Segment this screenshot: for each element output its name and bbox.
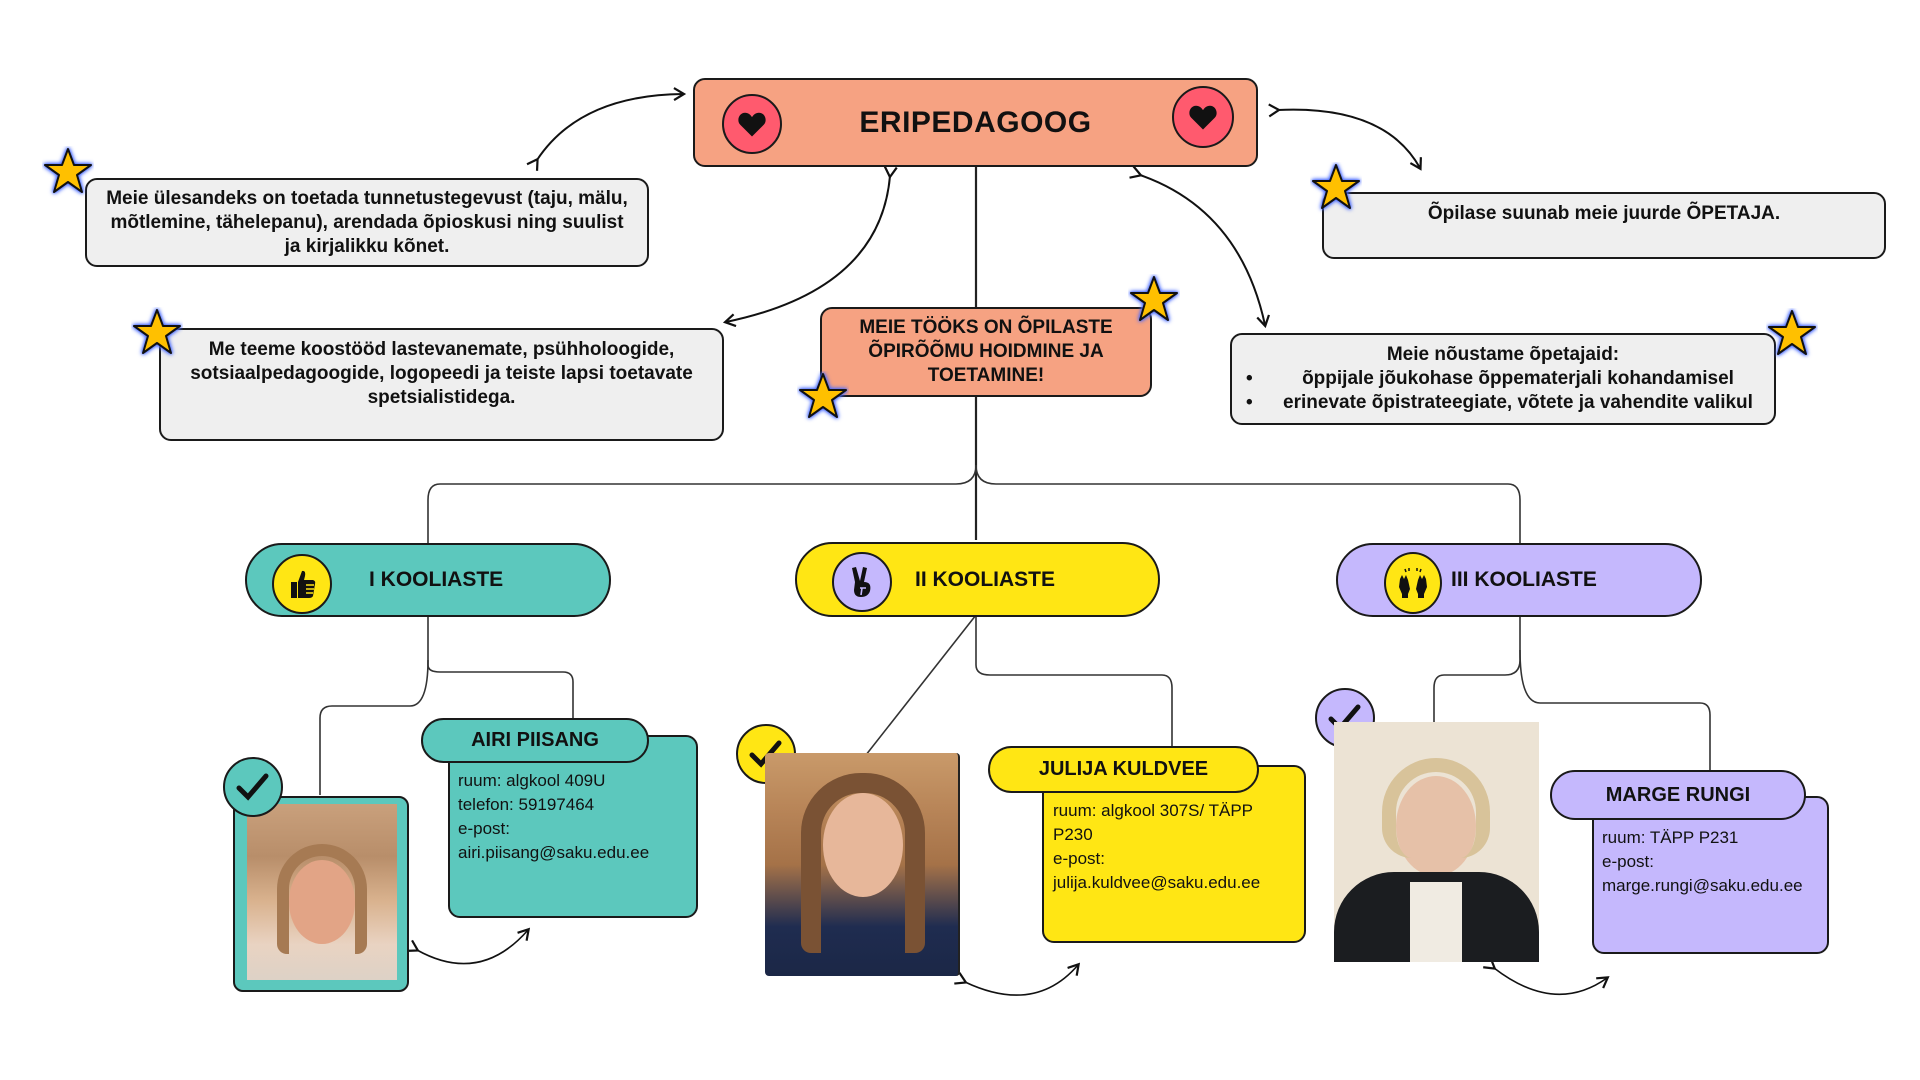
arrow-airi — [406, 927, 531, 965]
main-title-box: ERIPEDAGOOG — [693, 78, 1258, 167]
raised-hands-icon — [1399, 568, 1427, 598]
level1-connector — [427, 615, 574, 722]
marge-email[interactable]: marge.rungi@saku.edu.ee — [1602, 876, 1803, 895]
heart-badge-left — [722, 94, 782, 154]
shirt-shape — [1410, 882, 1462, 962]
level-1-label: I KOOLIASTE — [369, 568, 504, 591]
star-icon — [1768, 310, 1816, 355]
advice-note: Meie nõustame õpetajaid: •õppijale jõuko… — [1230, 333, 1776, 425]
checkmark-icon — [236, 773, 269, 801]
referral-note-text: Õpilase suunab meie juurde ÕPETAJA. — [1427, 203, 1781, 224]
bullet: • — [1246, 392, 1253, 413]
star-icon — [1312, 164, 1360, 209]
arrow-main-cooperation — [722, 166, 898, 328]
arrow-marge — [1483, 957, 1610, 996]
heart-badge-right — [1172, 86, 1234, 148]
heart-icon — [1189, 105, 1217, 130]
julija-name: JULIJA KULDVEE — [1038, 758, 1209, 780]
airi-name-tab: AIRI PIISANG — [421, 718, 649, 763]
marge-photo — [1334, 722, 1539, 962]
julija-photo — [765, 753, 960, 976]
level-3-pill: III KOOLIASTE — [1336, 543, 1702, 617]
airi-photo-frame — [233, 796, 409, 992]
bullet: • — [1246, 368, 1253, 389]
marge-name: MARGE RUNGI — [1605, 783, 1751, 806]
advice-list: •õppijale jõukohase õppematerjali kohand… — [1246, 367, 1760, 415]
level2-photo-connector — [861, 614, 977, 761]
marge-info-card: ruum: TÄPP P231 e-post: marge.rungi@saku… — [1592, 796, 1829, 954]
page-title: ERIPEDAGOOG — [859, 105, 1092, 139]
checkmark-icon — [749, 740, 782, 768]
referral-note: Õpilase suunab meie juurde ÕPETAJA. — [1322, 192, 1886, 259]
hair-shape — [1382, 758, 1490, 858]
star-icon — [44, 148, 92, 193]
level-2-badge — [832, 552, 892, 612]
airi-room: ruum: algkool 409U — [458, 771, 606, 790]
hair-shape — [277, 844, 367, 954]
star-icon — [799, 373, 847, 418]
level1-photo-connector — [319, 659, 429, 795]
arrow-julija — [954, 962, 1081, 996]
julija-email[interactable]: julija.kuldvee@saku.edu.ee — [1053, 873, 1261, 892]
star-icon — [133, 309, 181, 354]
advice-item: •õppijale jõukohase õppematerjali kohand… — [1246, 368, 1734, 389]
level-3-badge — [1384, 552, 1442, 614]
julija-name-tab: JULIJA KULDVEE — [988, 746, 1259, 793]
julija-room-cont: P230 — [1053, 825, 1093, 844]
marge-room: ruum: TÄPP P231 — [1602, 828, 1739, 847]
airi-check-badge — [223, 757, 283, 817]
branch-left — [427, 464, 977, 545]
airi-name: AIRI PIISANG — [471, 729, 599, 751]
airi-email-label: e-post: — [458, 819, 510, 838]
tasks-note-text: Meie ülesandeks on toetada tunnetustegev… — [106, 187, 628, 257]
airi-info-card: ruum: algkool 409U telefon: 59197464 e-p… — [448, 735, 698, 918]
arrow-main-referral — [1268, 103, 1422, 171]
mission-box: MEIE TÖÖKS ON ÕPILASTE ÕPIRÕÕMU HOIDMINE… — [820, 307, 1152, 397]
victory-hand-icon — [852, 567, 871, 597]
cooperation-note-text: Me teeme koostööd lastevanemate, psühhol… — [190, 339, 693, 408]
branch-right — [975, 464, 1521, 545]
marge-name-tab: MARGE RUNGI — [1550, 770, 1806, 820]
cooperation-note: Me teeme koostööd lastevanemate, psühhol… — [159, 328, 724, 441]
star-icon — [1130, 276, 1178, 321]
airi-photo — [247, 804, 397, 980]
heart-icon — [738, 112, 766, 137]
tasks-note: Meie ülesandeks on toetada tunnetustegev… — [85, 178, 649, 267]
level-1-badge — [272, 554, 332, 614]
advice-item: •erinevate õpistrateegiate, võtete ja va… — [1246, 392, 1753, 413]
airi-email[interactable]: airi.piisang@saku.edu.ee — [458, 843, 650, 862]
level-3-label: III KOOLIASTE — [1451, 568, 1597, 591]
mission-text: MEIE TÖÖKS ON ÕPILASTE ÕPIRÕÕMU HOIDMINE… — [859, 317, 1113, 386]
julija-email-label: e-post: — [1053, 849, 1105, 868]
level-2-label: II KOOLIASTE — [915, 567, 1056, 591]
julija-info-card: ruum: algkool 307S/ TÄPP P230 e-post: ju… — [1042, 765, 1306, 943]
level3-connector — [1519, 649, 1711, 778]
julija-room: ruum: algkool 307S/ TÄPP — [1053, 801, 1254, 820]
level3-photo-connector — [1433, 615, 1521, 725]
marge-email-label: e-post: — [1602, 852, 1654, 871]
level2-connector — [975, 615, 1173, 750]
hair-shape — [801, 773, 925, 953]
advice-heading: Meie nõustame õpetajaid: — [1386, 344, 1620, 365]
airi-phone: telefon: 59197464 — [458, 795, 595, 814]
arrow-main-tasks — [526, 87, 687, 171]
thumbs-up-icon — [291, 570, 316, 598]
